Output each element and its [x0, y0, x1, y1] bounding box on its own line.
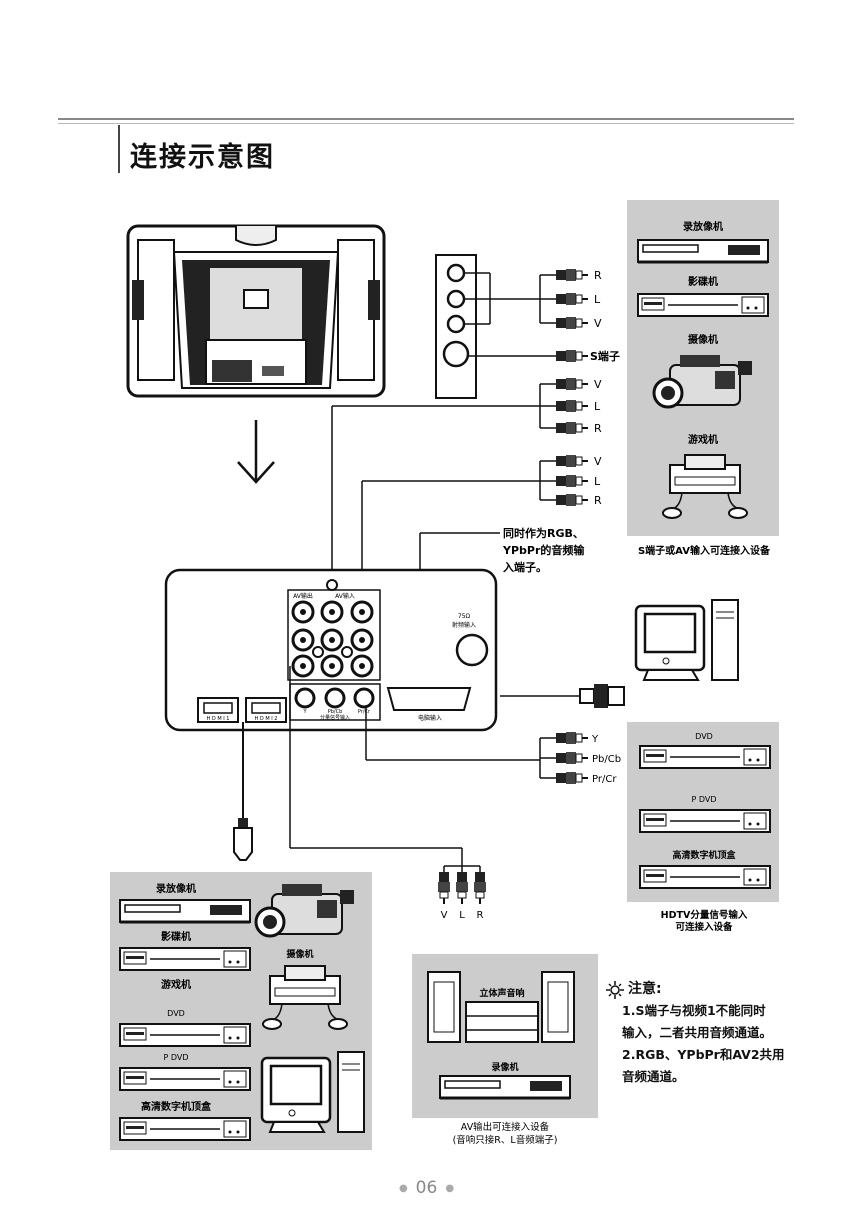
title-bar: [118, 125, 120, 173]
rear-connection-panel: AV输出 AV输入 75Ω 射频输入 H D M I 1 H D M I 2 Y…: [164, 568, 498, 732]
side-label-v: V: [594, 317, 602, 330]
side-panel-cables: [464, 272, 556, 357]
rear-av-out-label: AV输出: [293, 592, 313, 600]
g2-label-r: R: [594, 494, 602, 507]
plug-r: [555, 268, 589, 282]
group1-plug-l: [555, 399, 589, 413]
hdtv-item-dvd: DVD: [695, 732, 713, 741]
pc-illustration: [634, 598, 740, 682]
g1-label-v: V: [594, 378, 602, 391]
side-input-panel: [435, 254, 477, 399]
rf-label-1: 75Ω: [458, 613, 471, 620]
tr-caption: S端子或AV输入可连接入设备: [638, 544, 771, 557]
tv-rear-illustration: [126, 224, 386, 398]
note-star-icon: [606, 981, 624, 999]
hdmi1-label: H D M I 1: [207, 716, 230, 722]
comp-plug-y: [555, 731, 589, 745]
group2-plug-v: [555, 454, 589, 468]
page-number: ● 06 ●: [0, 1178, 853, 1198]
rear-av-in-label: AV输入: [335, 592, 355, 600]
bottom-plug-r: [473, 871, 487, 905]
side-label-l: L: [594, 293, 601, 306]
note-heading: 注意:: [628, 981, 662, 997]
panel-av-output-devices: 立体声音响 录像机: [412, 954, 598, 1118]
group1-plug-v: [555, 377, 589, 391]
comp-label-y: Y: [591, 734, 599, 745]
component-cable: [365, 708, 556, 779]
tr-item-vcr: 录放像机: [683, 220, 723, 233]
top-rule-2: [58, 123, 794, 124]
g1-label-r: R: [594, 422, 602, 435]
rf-label-2: 射频输入: [452, 621, 476, 629]
hdmi2-label: H D M I 2: [255, 716, 278, 722]
hdtv-item-stb: 高清数字机顶盒: [672, 849, 736, 861]
note-line-3: 2.RGB、YPbPr和AV2共用: [622, 1047, 785, 1062]
bottom-label-l: L: [459, 910, 465, 921]
comp-port-y: Y: [302, 709, 307, 715]
group2-plug-l: [555, 474, 589, 488]
plug-v: [555, 316, 589, 330]
side-label-r: R: [594, 269, 602, 282]
page-dot-right: ●: [445, 1182, 455, 1194]
plug-l: [555, 292, 589, 306]
bl-item-vcd: 影碟机: [161, 930, 191, 943]
bottom-plug-v: [437, 871, 451, 905]
note-line-1: 1.S端子与视频1不能同时: [622, 1003, 766, 1018]
bm-caption-2: (音响只接R、L音频端子): [453, 1134, 558, 1146]
panel-svideo-av-devices: 录放像机 影碟机 摄像机 游戏机: [627, 200, 779, 536]
bl-item-dvd: DVD: [167, 1009, 185, 1018]
tr-item-camcorder: 摄像机: [688, 333, 718, 346]
plug-s: [555, 349, 589, 363]
bl-item-vcr: 录放像机: [156, 882, 196, 895]
panel-hdtv-devices: DVD P DVD 高清数字机顶盒: [627, 722, 779, 902]
page-dot-left: ●: [398, 1182, 408, 1194]
comp-plug-pr: [555, 771, 589, 785]
hdtv-caption-2: 可连接入设备: [675, 921, 733, 933]
g2-label-v: V: [594, 455, 602, 468]
bottom-label-r: R: [477, 910, 484, 921]
tr-item-game: 游戏机: [688, 433, 718, 446]
panel-bottom-left-devices: 录放像机 影碟机 游戏机 DVD P DVD 高清数字机顶盒 摄像机: [110, 872, 372, 1150]
note-line-4: 音频通道。: [622, 1069, 685, 1084]
component-label: 分量信号输入: [320, 714, 350, 721]
comp-label-pb: Pb/Cb: [592, 754, 621, 765]
hdtv-item-pdvd: P DVD: [691, 795, 716, 804]
bl-item-pdvd: P DVD: [163, 1053, 188, 1062]
bl-item-game: 游戏机: [161, 978, 191, 991]
group2-plug-r: [555, 493, 589, 507]
bottom-label-v: V: [441, 910, 448, 921]
bottom-plug-l: [455, 871, 469, 905]
side-label-s: S端子: [590, 349, 620, 363]
av-out-cable: [289, 666, 481, 872]
callout-line-1: 同时作为RGB、: [503, 526, 584, 540]
bm-item-vcr: 录像机: [491, 1061, 518, 1073]
top-rule-1: [58, 118, 794, 120]
comp-label-pr: Pr/Cr: [592, 774, 617, 785]
down-arrow: [237, 420, 275, 484]
bm-item-stereo: 立体声音响: [479, 987, 524, 999]
vga-label: 电脑输入: [418, 714, 442, 722]
page-number-text: 06: [415, 1178, 438, 1198]
page-title: 连接示意图: [130, 142, 275, 173]
bl-item-stb: 高清数字机顶盒: [141, 1100, 212, 1113]
note-line-2: 输入，二者共用音频通道。: [622, 1025, 773, 1040]
av-cable-group-1: [331, 383, 556, 585]
callout-line-3: 入端子。: [503, 560, 547, 574]
bl-item-camcorder: 摄像机: [286, 948, 313, 960]
vga-cable: [500, 684, 625, 708]
comp-plug-pb: [555, 751, 589, 765]
tr-item-vcd: 影碟机: [688, 275, 718, 288]
g2-label-l: L: [594, 475, 601, 488]
hdtv-caption-1: HDTV分量信号输入: [661, 909, 748, 921]
callout-line-2: YPbPr的音频输: [502, 543, 585, 557]
comp-port-pr: Pr/Cr: [358, 709, 371, 715]
hdmi-cable: [233, 722, 253, 861]
g1-label-l: L: [594, 400, 601, 413]
comp-port-pb: Pb/Cb: [328, 709, 343, 715]
note-box: 注意: 1.S端子与视频1不能同时 输入，二者共用音频通道。 2.RGB、YPb…: [608, 978, 823, 1088]
group1-plug-r: [555, 421, 589, 435]
bm-caption-1: AV输出可连接入设备: [461, 1121, 550, 1133]
